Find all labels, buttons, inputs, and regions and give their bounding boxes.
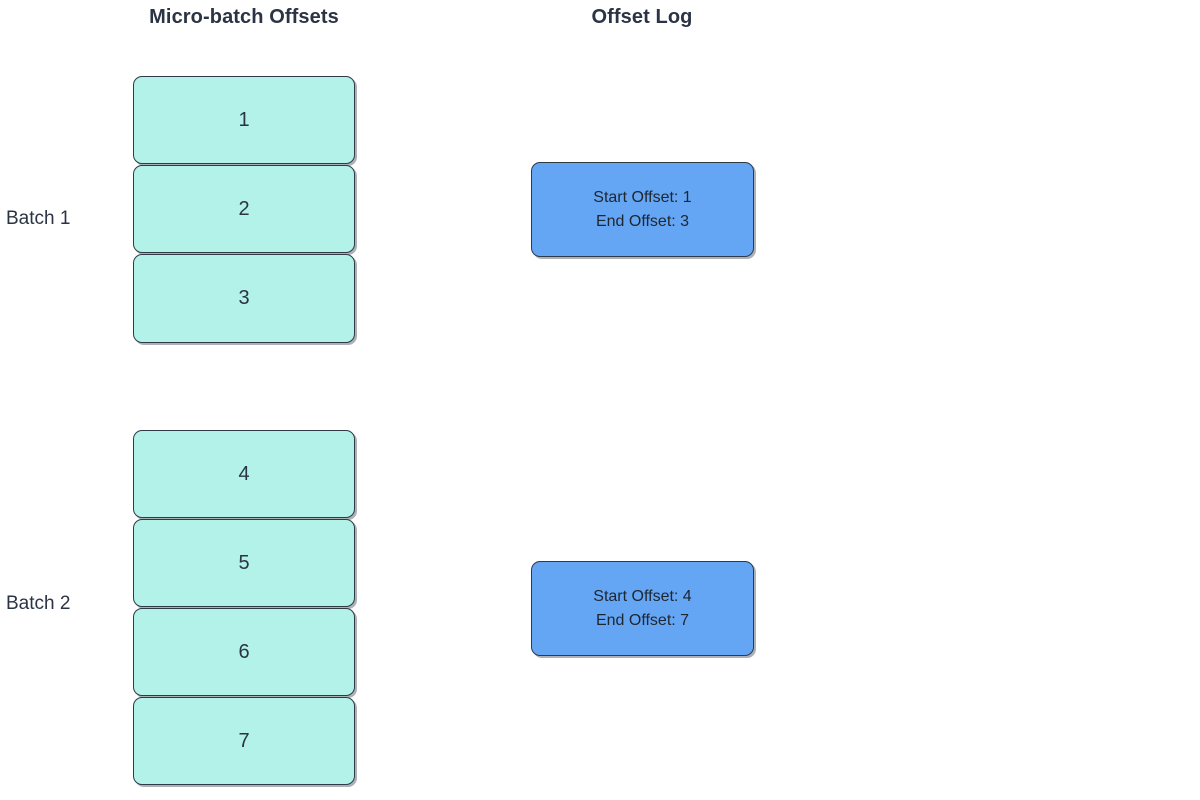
column-header-micro-batch-offsets: Micro-batch Offsets <box>149 6 339 28</box>
log-start-offset-text: Start Offset: 1 <box>593 189 692 207</box>
batch-row-label-1: Batch 1 <box>6 208 71 229</box>
offset-value: 5 <box>238 551 250 574</box>
offset-box[interactable]: 3 <box>133 254 355 343</box>
offset-value: 7 <box>238 729 250 752</box>
log-end-offset-text: End Offset: 7 <box>595 611 690 629</box>
offset-log-box[interactable]: Start Offset: 1 End Offset: 3 <box>531 162 754 257</box>
offset-box[interactable]: 7 <box>133 697 355 785</box>
offset-box[interactable]: 6 <box>133 608 355 696</box>
offset-log-box[interactable]: Start Offset: 4 End Offset: 7 <box>531 561 754 656</box>
offset-value: 4 <box>238 462 250 485</box>
column-header-offset-log: Offset Log <box>591 6 693 28</box>
batch-row-label-2: Batch 2 <box>6 593 71 614</box>
log-end-offset-text: End Offset: 3 <box>595 212 690 230</box>
offset-box[interactable]: 4 <box>133 430 355 518</box>
offset-box[interactable]: 5 <box>133 519 355 607</box>
offset-value: 2 <box>238 197 250 220</box>
offset-box[interactable]: 1 <box>133 76 355 164</box>
offset-box[interactable]: 2 <box>133 165 355 253</box>
offset-value: 6 <box>238 640 250 663</box>
log-start-offset-text: Start Offset: 4 <box>593 588 692 606</box>
offset-value: 1 <box>238 108 250 131</box>
offset-value: 3 <box>238 287 250 309</box>
